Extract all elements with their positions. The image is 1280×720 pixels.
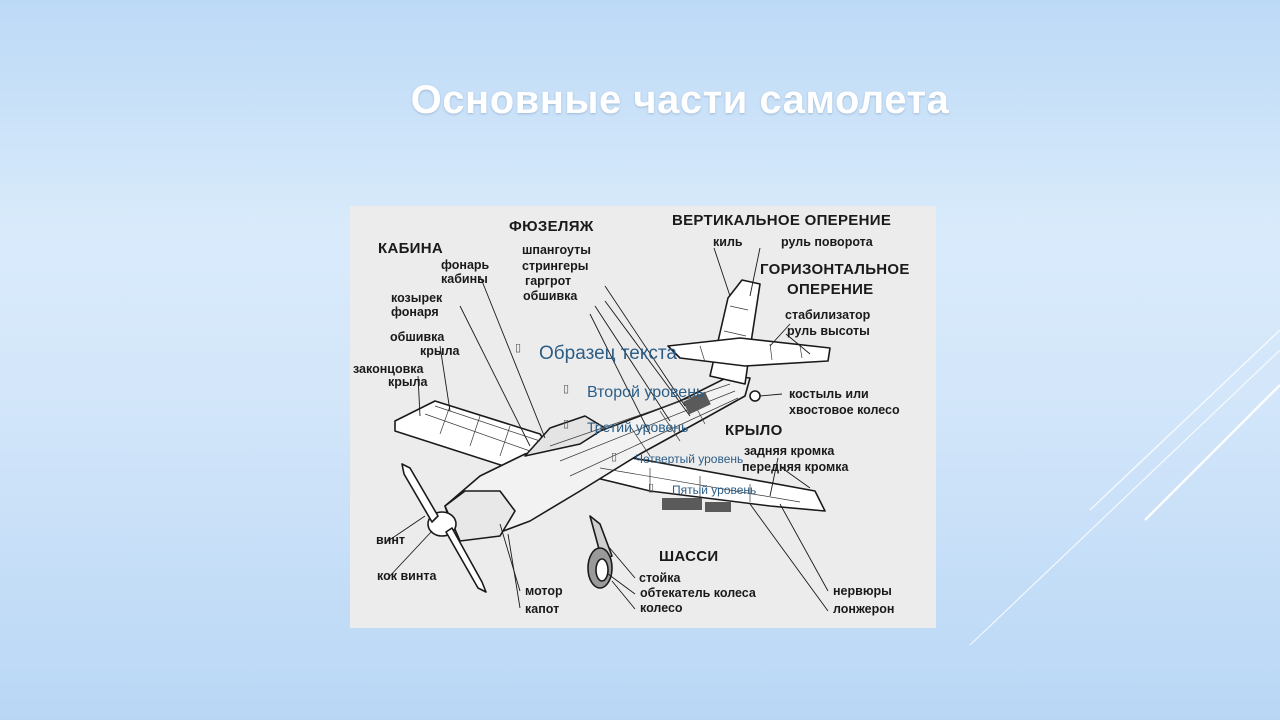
label-canopy-1: фонарь — [441, 258, 490, 272]
label-engine: мотор — [525, 584, 563, 598]
label-elevator: руль высоты — [787, 324, 870, 338]
label-wing: КРЫЛО — [725, 422, 783, 439]
label-windshield-2: фонаря — [391, 305, 439, 319]
label-trailing-edge: задняя кромка — [744, 444, 835, 458]
bullet-icon: ▯ — [648, 482, 655, 494]
label-wingtip-2: крыла — [388, 375, 428, 389]
placeholder-level-5-text: Пятый уровень — [672, 483, 757, 497]
label-spar: лонжерон — [833, 602, 895, 616]
bullet-icon: ▯ — [563, 418, 570, 430]
label-windshield-1: козырек — [391, 291, 443, 305]
label-spinner: кок винта — [377, 569, 437, 583]
label-wingtip-1: законцовка — [353, 362, 424, 376]
placeholder-level-5[interactable]: ▯ Пятый уровень — [648, 482, 757, 497]
placeholder-level-3[interactable]: ▯ Третий уровень — [563, 418, 689, 435]
label-frames: шпангоуты — [522, 243, 591, 257]
placeholder-level-3-text: Третий уровень — [587, 419, 689, 435]
label-fuselage: ФЮЗЕЛЯЖ — [509, 218, 594, 235]
label-wheel: колесо — [640, 601, 683, 615]
label-horizontal-tail-2: ОПЕРЕНИЕ — [787, 281, 874, 298]
label-vertical-tail: ВЕРТИКАЛЬНОЕ ОПЕРЕНИЕ — [672, 212, 892, 229]
label-gargrot: гаргрот — [525, 274, 572, 288]
label-propeller: винт — [376, 533, 406, 547]
label-cowling: капот — [525, 602, 560, 616]
placeholder-level-1[interactable]: ▯ Образец текста — [515, 342, 677, 365]
label-cabin: КАБИНА — [378, 240, 444, 257]
placeholder-level-2[interactable]: ▯ Второй уровень — [563, 383, 705, 402]
label-tailskid-2: хвостовое колесо — [789, 403, 900, 417]
label-wheel-fairing: обтекатель колеса — [640, 586, 756, 600]
label-horizontal-tail-1: ГОРИЗОНТАЛЬНОЕ — [760, 261, 910, 278]
label-canopy-2: кабины — [441, 272, 488, 286]
label-leading-edge: передняя кромка — [742, 460, 849, 474]
placeholder-level-4[interactable]: ▯ Четвертый уровень — [611, 451, 744, 466]
bullet-icon: ▯ — [611, 451, 618, 463]
label-strut: стойка — [639, 571, 681, 585]
label-rudder: руль поворота — [781, 235, 873, 249]
label-ribs: нервюры — [833, 584, 892, 598]
airplane-diagram: ФЮЗЕЛЯЖ шпангоуты стрингеры гаргрот обши… — [350, 206, 936, 628]
placeholder-level-1-text: Образец текста — [539, 343, 677, 364]
label-wing-skin-2: крыла — [420, 344, 460, 358]
bullet-icon: ▯ — [563, 383, 570, 395]
placeholder-level-2-text: Второй уровень — [587, 384, 705, 401]
bullet-icon: ▯ — [515, 342, 522, 354]
label-stringers: стрингеры — [522, 259, 589, 273]
label-wing-skin-1: обшивка — [390, 330, 445, 344]
airplane-drawing — [387, 247, 831, 612]
label-fuselage-skin: обшивка — [523, 289, 578, 303]
label-landing-gear: ШАССИ — [659, 548, 719, 565]
label-fin: киль — [713, 235, 743, 249]
placeholder-level-4-text: Четвертый уровень — [635, 452, 744, 466]
label-tailskid-1: костыль или — [789, 387, 869, 401]
label-stabilizer: стабилизатор — [785, 308, 871, 322]
slide-title: Основные части самолета — [410, 78, 950, 122]
